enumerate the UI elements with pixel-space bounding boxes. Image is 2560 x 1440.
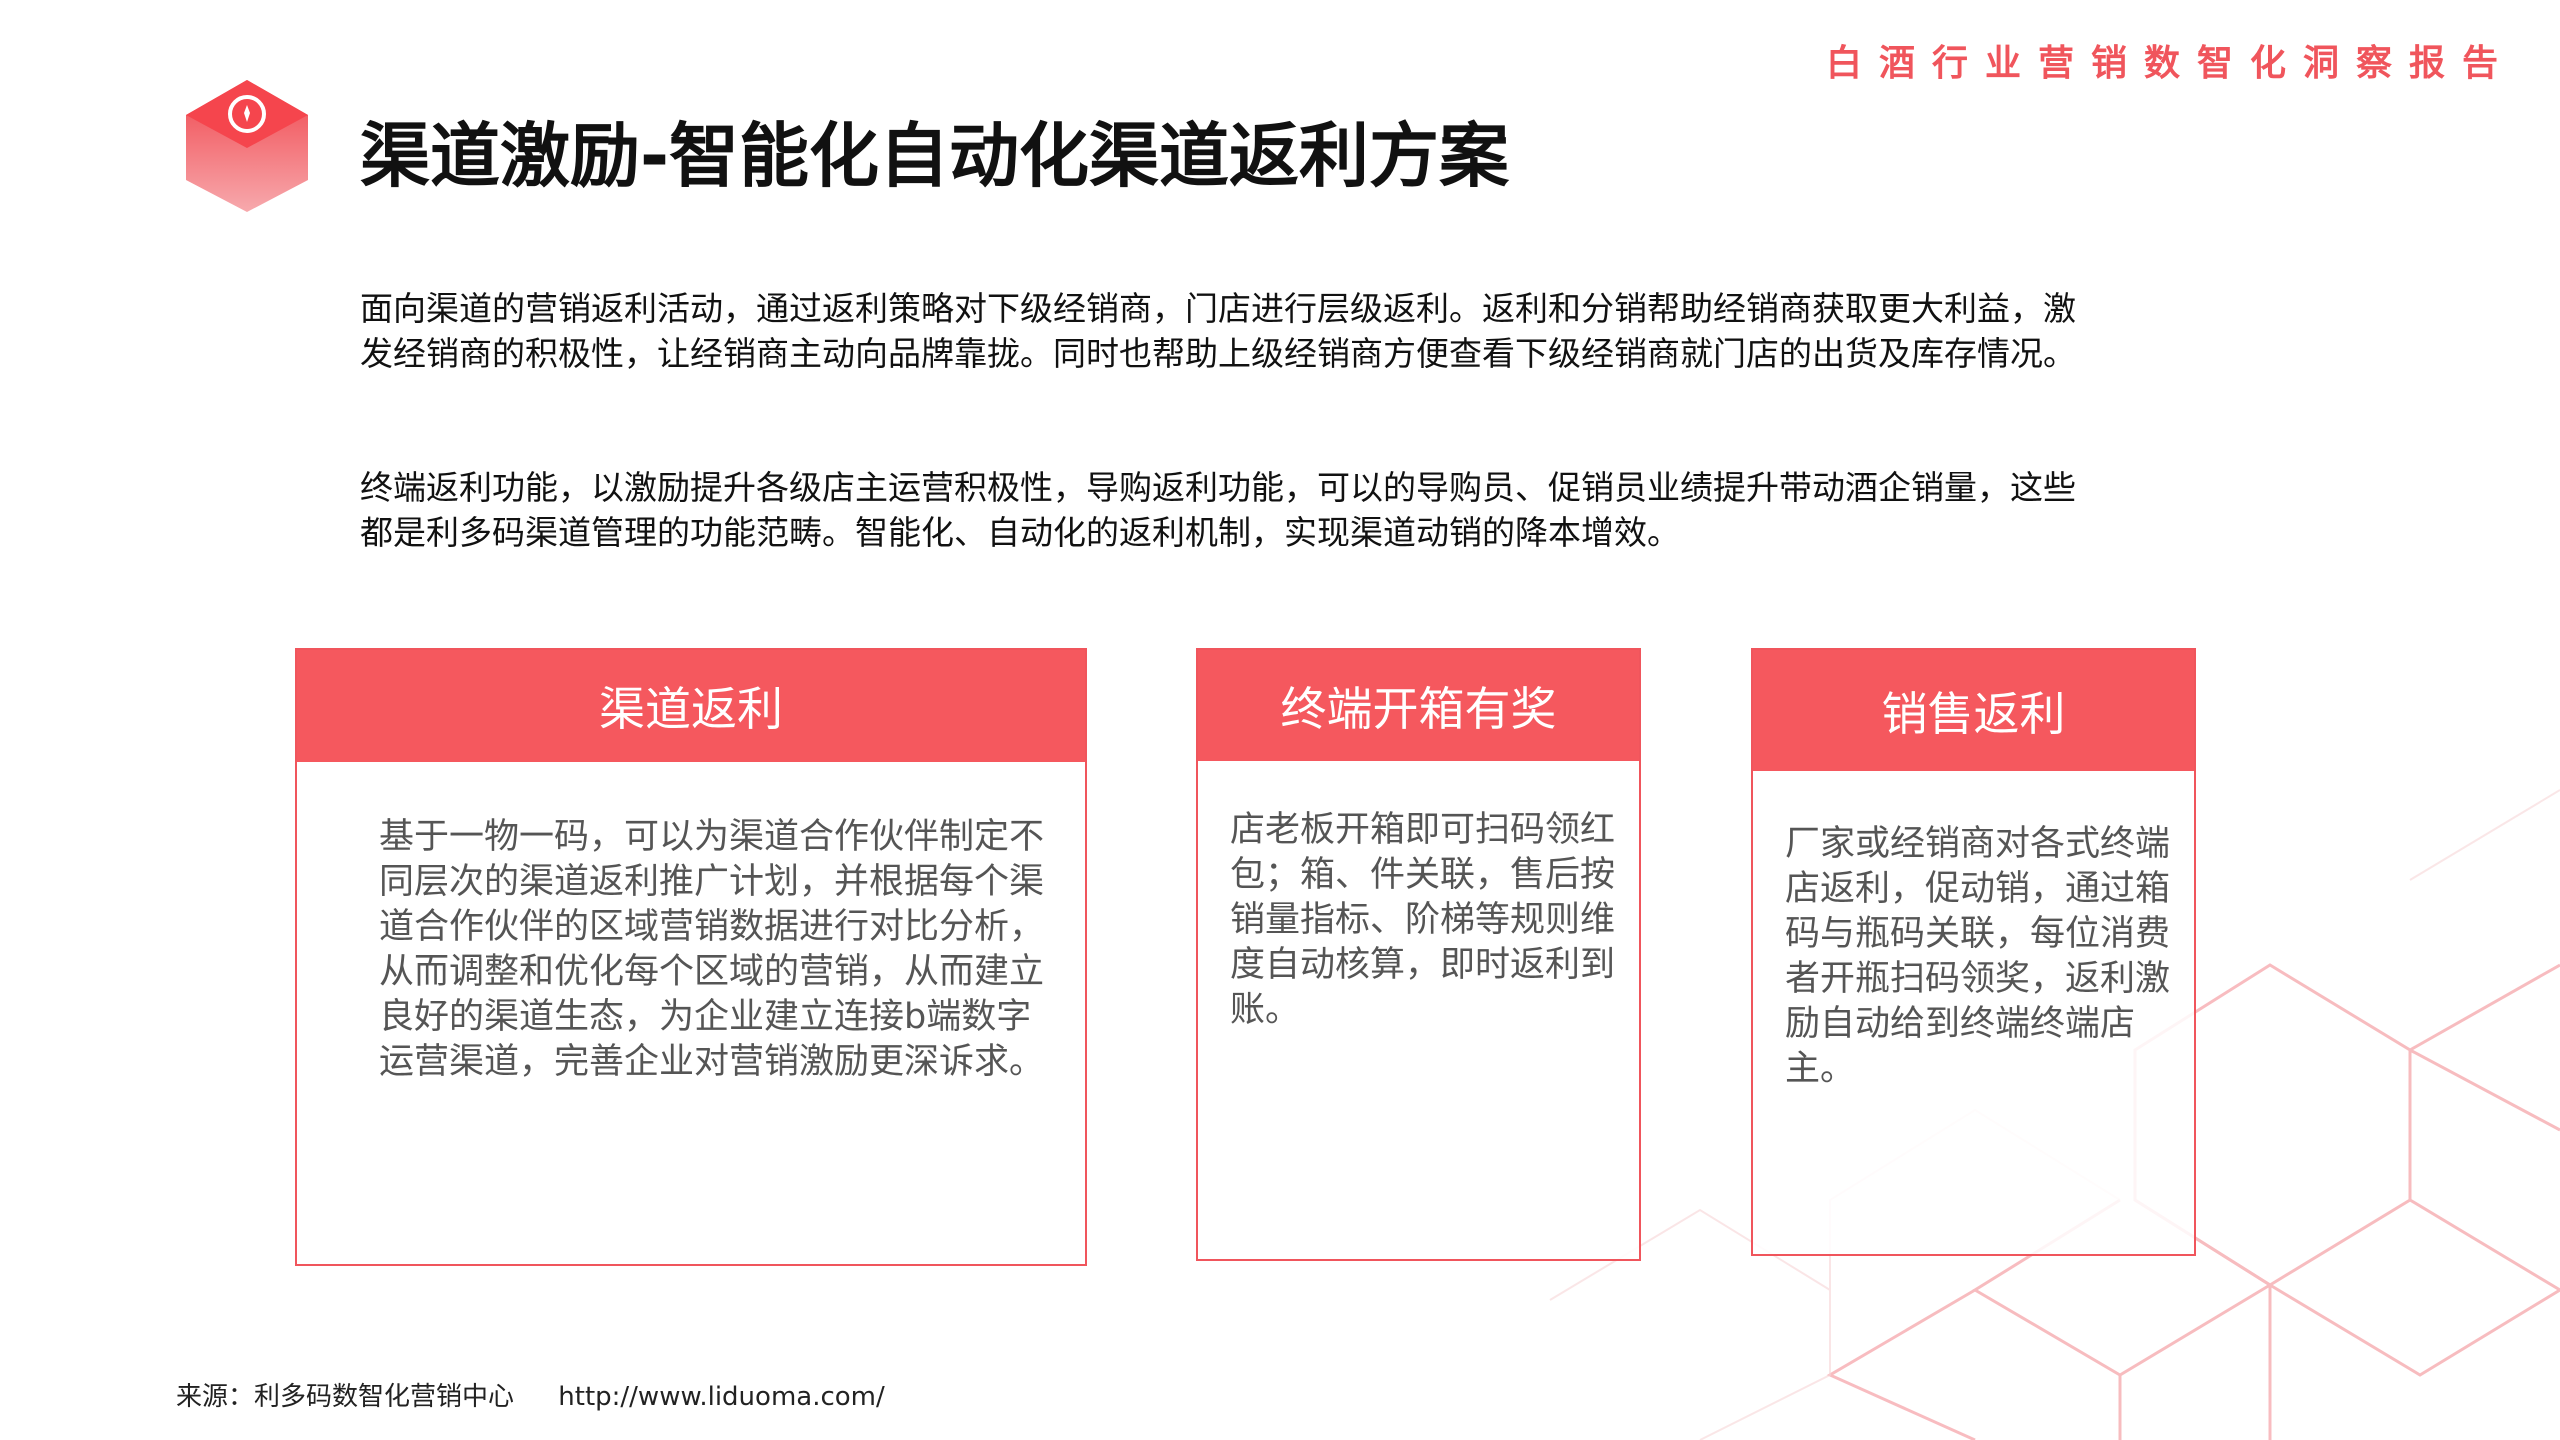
card-body: 基于一物一码，可以为渠道合作伙伴制定不同层次的渠道返利推广计划，并根据每个渠道合…	[379, 817, 1045, 1082]
card-channel-rebate: 渠道返利 基于一物一码，可以为渠道合作伙伴制定不同层次的渠道返利推广计划，并根据…	[295, 648, 1087, 1266]
card-title: 终端开箱有奖	[1198, 650, 1639, 761]
card-body: 店老板开箱即可扫码领红包；箱、件关联，售后按销量指标、阶梯等规则维度自动核算，即…	[1230, 810, 1616, 1030]
report-title: 白酒行业营销数智化洞察报告	[1826, 43, 2516, 84]
page-title: 渠道激励-智能化自动化渠道返利方案	[360, 115, 1510, 197]
source-label: 来源：利多码数智化营销中心	[176, 1382, 515, 1412]
source-url-link[interactable]: http://www.liduoma.com/	[558, 1382, 885, 1412]
cube-rebate-logo-icon	[186, 80, 308, 212]
card-body: 厂家或经销商对各式终端店返利，促动销，通过箱码与瓶码关联，每位消费者开瓶扫码领奖…	[1785, 824, 2171, 1089]
intro-paragraph-1: 面向渠道的营销返利活动，通过返利策略对下级经销商，门店进行层级返利。返利和分销帮…	[360, 289, 2076, 373]
footer-source: 来源：利多码数智化营销中心 http://www.liduoma.com/	[176, 1376, 921, 1413]
card-title: 渠道返利	[297, 650, 1085, 762]
card-title: 销售返利	[1753, 650, 2194, 771]
card-terminal-box-reward: 终端开箱有奖 店老板开箱即可扫码领红包；箱、件关联，售后按销量指标、阶梯等规则维…	[1196, 648, 1641, 1261]
intro-paragraph-2: 终端返利功能，以激励提升各级店主运营积极性，导购返利功能，可以的导购员、促销员业…	[360, 468, 2076, 552]
card-sales-rebate: 销售返利 厂家或经销商对各式终端店返利，促动销，通过箱码与瓶码关联，每位消费者开…	[1751, 648, 2196, 1256]
